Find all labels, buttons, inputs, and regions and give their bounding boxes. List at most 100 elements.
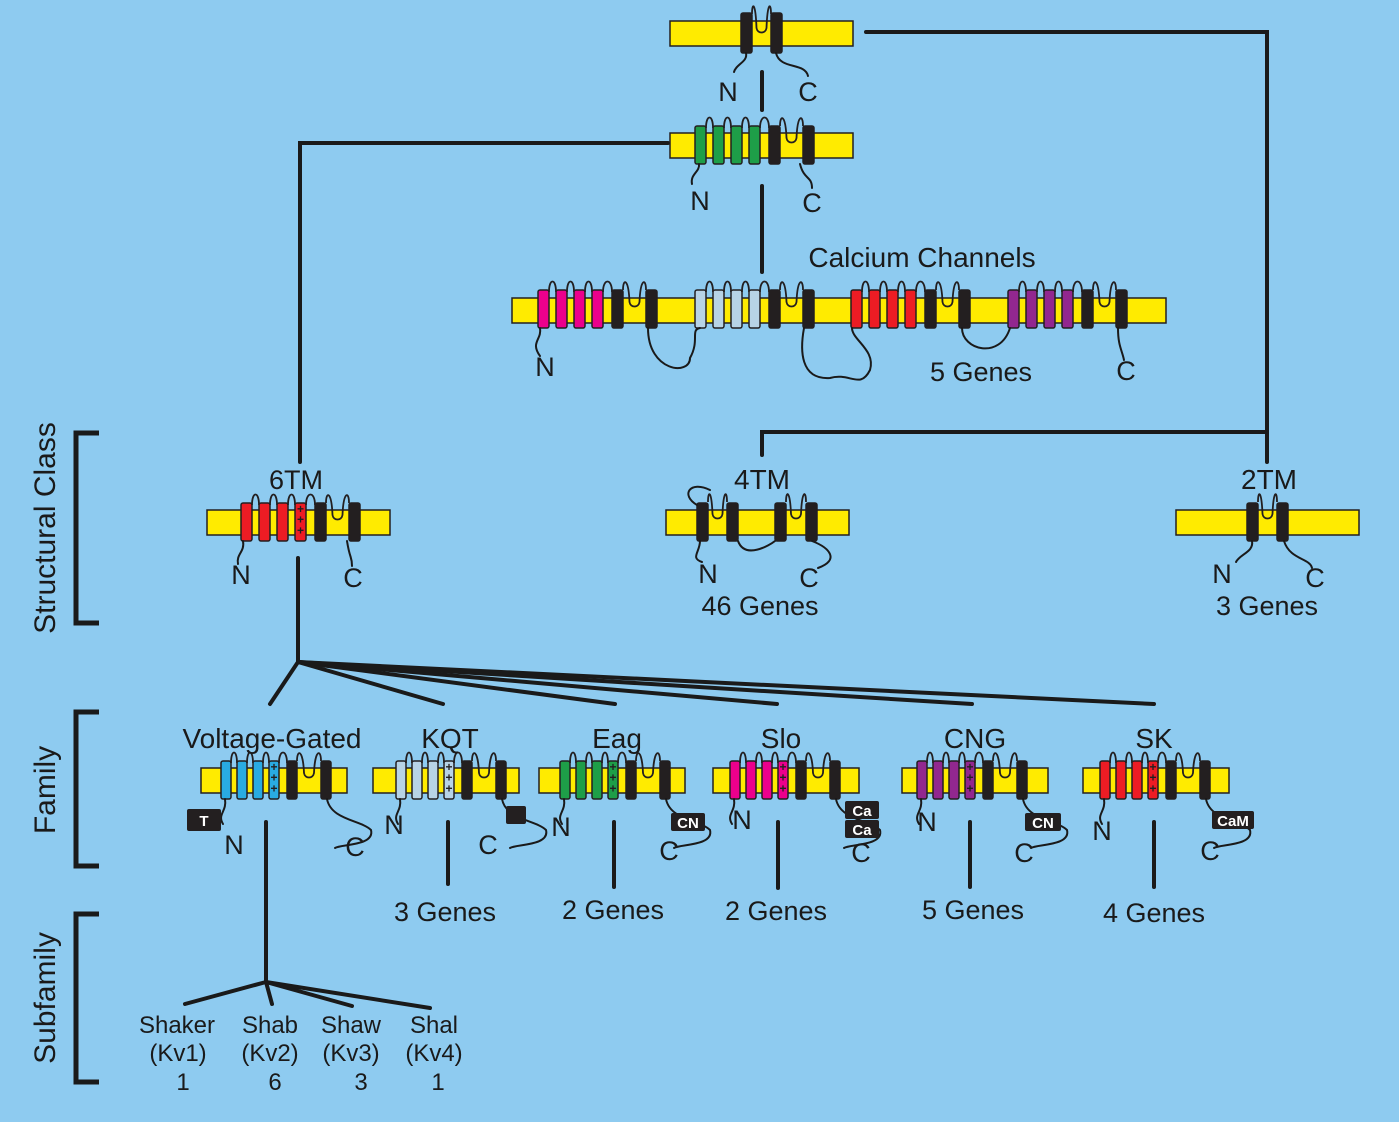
root-c-terminus: C bbox=[798, 77, 818, 107]
extracellular-loop bbox=[787, 751, 797, 764]
membrane-bar bbox=[1175, 509, 1360, 536]
voltage-sensor-helix bbox=[607, 760, 619, 800]
charge-plus-sign: + bbox=[609, 781, 616, 795]
voltage-sensor-helix bbox=[1061, 289, 1074, 329]
voltage-sensor-helix bbox=[748, 289, 761, 329]
extracellular-loop bbox=[897, 280, 906, 293]
pore-helix bbox=[770, 12, 783, 54]
voltage-sensor-helix bbox=[258, 502, 271, 542]
extracellular-loop bbox=[269, 493, 278, 506]
subfamily-shaw-kv: (Kv3) bbox=[322, 1040, 379, 1067]
family-channel-sk: +++ bbox=[1082, 751, 1252, 849]
subfamily-shal-name: Shal bbox=[410, 1012, 458, 1039]
voltage-sensor-helix bbox=[964, 760, 976, 800]
c-tail bbox=[799, 163, 813, 189]
extracellular-loop bbox=[759, 280, 770, 293]
charge-plus-sign: + bbox=[297, 513, 304, 527]
fourtm-title: 4TM bbox=[734, 464, 790, 495]
pore-loop bbox=[1175, 752, 1201, 779]
pore-helix bbox=[1081, 289, 1094, 329]
pore-helix bbox=[958, 289, 971, 329]
extracellular-loop bbox=[723, 280, 732, 293]
voltage-sensor-helix bbox=[427, 760, 439, 800]
pore-helix bbox=[924, 289, 937, 329]
pore-loop bbox=[1257, 493, 1278, 520]
family-voltage-n: N bbox=[224, 830, 244, 860]
twotm-c-terminus: C bbox=[1305, 563, 1325, 593]
membrane-bar bbox=[665, 509, 850, 536]
extracellular-loop bbox=[585, 751, 593, 764]
c-tail bbox=[665, 798, 712, 849]
extracellular-loop bbox=[926, 751, 934, 764]
extracellular-loop bbox=[262, 751, 270, 764]
channel-root bbox=[669, 5, 854, 77]
pore-helix bbox=[1276, 502, 1289, 542]
subfamily-shaker-kv: (Kv1) bbox=[149, 1040, 206, 1067]
twotm-title: 2TM bbox=[1241, 464, 1297, 495]
tree-branch bbox=[296, 660, 445, 706]
channel-twotm bbox=[1175, 493, 1360, 569]
tree-branch bbox=[296, 660, 617, 706]
tree-lines bbox=[73, 30, 1269, 1085]
pore-helix bbox=[1199, 760, 1211, 800]
charge-plus-sign: + bbox=[297, 502, 304, 516]
n-tail bbox=[1235, 540, 1254, 563]
c-tail bbox=[1283, 540, 1313, 569]
ancestor-n-terminus: N bbox=[690, 186, 710, 216]
extracellular-loop bbox=[1018, 280, 1027, 293]
voltage-sensor-helix bbox=[1131, 760, 1143, 800]
voltage-sensor-helix bbox=[694, 125, 707, 165]
charge-plus-sign: + bbox=[1149, 771, 1156, 785]
family-title-voltage-gated: Voltage-Gated bbox=[182, 723, 361, 754]
tree-branch bbox=[183, 980, 268, 1006]
pore-loop bbox=[635, 752, 661, 779]
extracellular-loop bbox=[566, 280, 575, 293]
charge-plus-sign: + bbox=[779, 760, 786, 774]
family-voltage-c: C bbox=[345, 832, 365, 862]
extracellular-tail bbox=[687, 485, 711, 506]
linker-3 bbox=[961, 327, 1011, 350]
calcium-c-terminus: C bbox=[1116, 356, 1136, 386]
voltage-sensor-helix bbox=[904, 289, 917, 329]
extracellular-loop bbox=[759, 116, 770, 129]
pore-helix bbox=[495, 760, 507, 800]
pore-helix bbox=[726, 502, 739, 542]
pore-helix bbox=[348, 502, 361, 542]
n-tail bbox=[916, 798, 923, 825]
extracellular-loop bbox=[723, 116, 732, 129]
tag-slo-ca2-label: Ca bbox=[852, 822, 872, 839]
subfamily-shal-kv: (Kv4) bbox=[405, 1040, 462, 1067]
pore-loop bbox=[1092, 281, 1117, 308]
pore-helix bbox=[1165, 760, 1177, 800]
voltage-sensor-helix bbox=[537, 289, 550, 329]
voltage-sensor-helix bbox=[1007, 289, 1020, 329]
n-tail bbox=[690, 163, 701, 185]
subfamily-shaker-name: Shaker bbox=[139, 1012, 215, 1039]
extracellular-loop bbox=[741, 116, 750, 129]
voltage-sensor-helix bbox=[559, 760, 571, 800]
linker-2 bbox=[801, 327, 872, 381]
subfamily-shaker-count: 1 bbox=[176, 1069, 189, 1096]
extracellular-loop bbox=[1109, 751, 1117, 764]
tag-box-kqt bbox=[506, 806, 526, 824]
pore-helix bbox=[774, 502, 787, 542]
pore-helix bbox=[286, 760, 298, 800]
family-title-kqt: KQT bbox=[421, 723, 479, 754]
voltage-sensor-helix bbox=[294, 502, 307, 542]
twotm-genes: 3 Genes bbox=[1216, 591, 1318, 621]
voltage-sensor-helix bbox=[932, 760, 944, 800]
subfamily-shaw-count: 3 bbox=[354, 1069, 367, 1096]
tag-box-slo-ca2 bbox=[845, 820, 879, 838]
family-eag-genes: 2 Genes bbox=[562, 895, 664, 925]
level-bracket bbox=[73, 709, 99, 869]
voltage-sensor-helix bbox=[443, 760, 455, 800]
pore-loop bbox=[707, 493, 728, 520]
pore-helix bbox=[802, 125, 815, 165]
tag-cng-cn-label: CN bbox=[1032, 815, 1054, 832]
voltage-sensor-helix bbox=[395, 760, 407, 800]
family-slo-genes: 2 Genes bbox=[725, 896, 827, 926]
charge-plus-sign: + bbox=[270, 771, 277, 785]
pore-loop bbox=[471, 752, 497, 779]
extracellular-loop bbox=[405, 751, 413, 764]
